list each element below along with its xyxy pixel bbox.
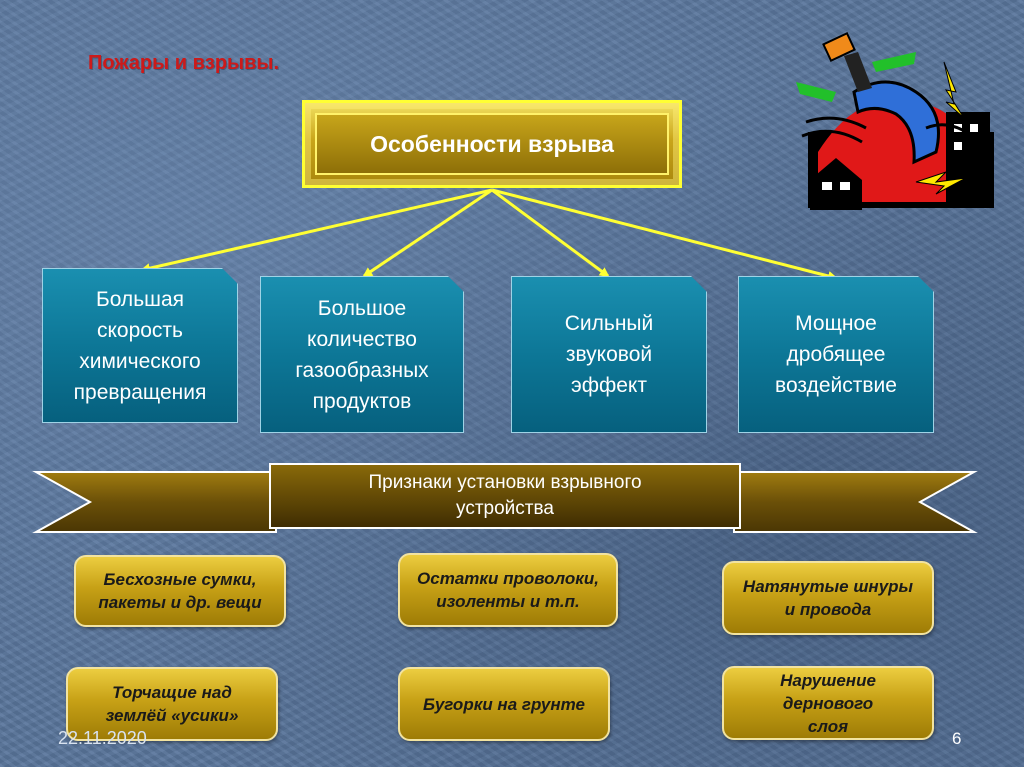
sign-text-4: Торчащие над землёй «усики» (105, 683, 239, 725)
explosion-icon (796, 32, 994, 210)
feature-text-2: Большое количество газообразных продукто… (295, 296, 429, 413)
sign-card-2: Остатки проволоки, изоленты и т.п. (398, 553, 618, 627)
feature-text-3: Сильный звуковой эффект (564, 312, 654, 397)
arrow-to-feature-1 (140, 188, 493, 274)
ribbon-banner (32, 463, 978, 533)
feature-text-4: Мощное дробящее воздействие (775, 312, 897, 397)
page-number: 6 (952, 729, 962, 748)
feature-text-1: Большая скорость химического превращения (73, 287, 207, 404)
sign-card-1: Бесхозные сумки, пакеты и др. вещи (74, 555, 286, 627)
sign-text-3: Натянутые шнуры и провода (742, 577, 914, 619)
feature-card-3: Сильный звуковой эффект (511, 276, 707, 433)
feature-card-4: Мощное дробящее воздействие (738, 276, 934, 433)
sign-text-2: Остатки проволоки, изоленты и т.п. (417, 569, 599, 611)
sign-card-3: Натянутые шнуры и провода (722, 561, 934, 635)
sign-text-5: Бугорки на грунте (423, 694, 585, 714)
arrow-to-feature-4 (491, 188, 838, 281)
header-label: Особенности взрыва (370, 130, 614, 157)
sign-text-6: Нарушение дернового слоя (780, 670, 876, 736)
sign-card-5: Бугорки на грунте (398, 667, 610, 741)
footer-date: 22.11.2020 (58, 728, 147, 748)
arrow-to-feature-2 (362, 188, 493, 278)
arrow-to-feature-3 (491, 188, 610, 278)
sign-text-1: Бесхозные сумки, пакеты и др. вещи (98, 570, 262, 612)
slide-title: Пожары и взрывы. (88, 52, 280, 74)
banner-label: Признаки установки взрывного устройства (368, 472, 642, 519)
feature-card-1: Большая скорость химического превращения (42, 268, 238, 423)
sign-card-4: Торчащие над землёй «усики» (66, 667, 278, 741)
sign-card-6: Нарушение дернового слоя (722, 666, 934, 740)
header-box: Особенности взрыва (302, 100, 682, 188)
feature-card-2: Большое количество газообразных продукто… (260, 276, 464, 433)
